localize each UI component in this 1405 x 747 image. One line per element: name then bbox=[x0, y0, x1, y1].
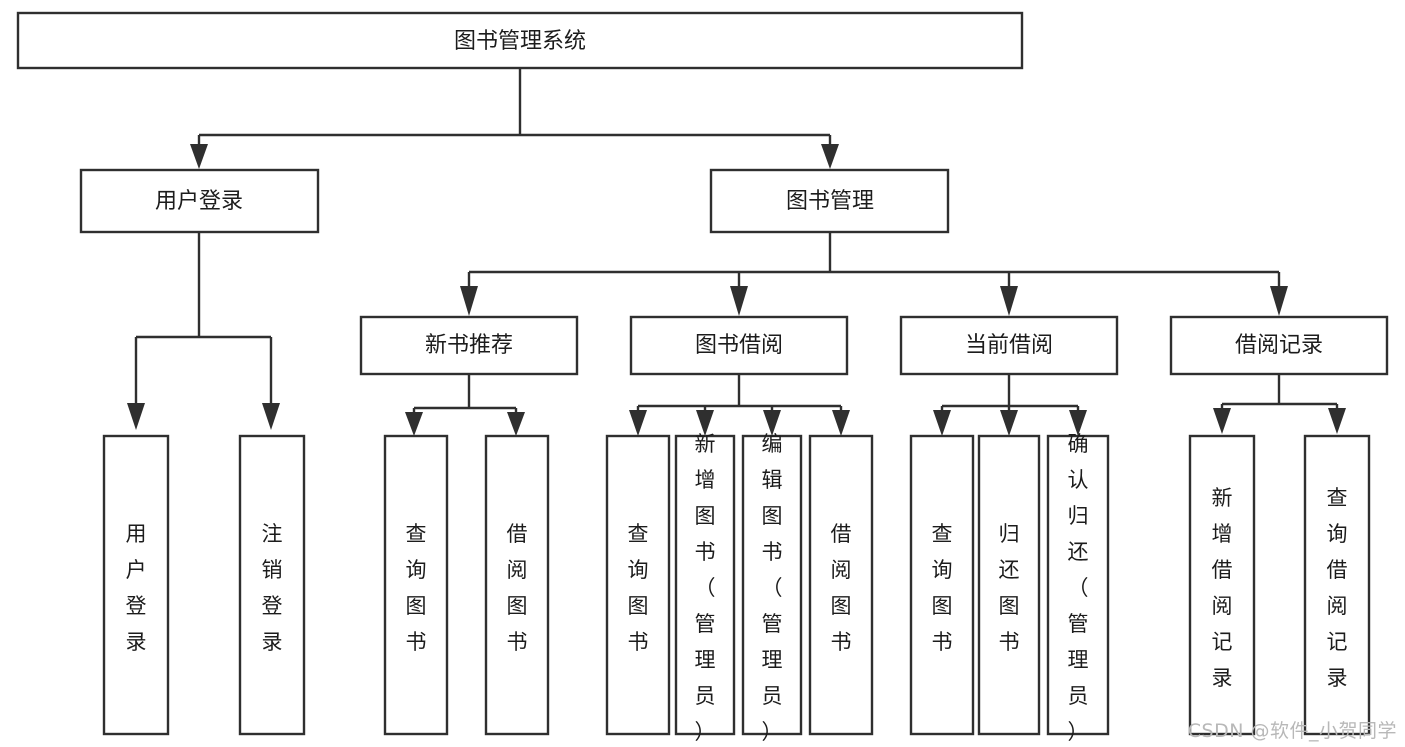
node-leaf-query-book-2[interactable]: 查询图书 bbox=[605, 434, 671, 736]
node-leaf-query-record[interactable]: 查询借阅记录 bbox=[1303, 434, 1371, 736]
connector-group-current-borrow bbox=[933, 374, 1087, 436]
node-book-borrow-label: 图书借阅 bbox=[695, 333, 783, 358]
node-leaf-query-book-1-label: 查询图书 bbox=[406, 522, 427, 654]
arrowhead-leaf-query-book-3 bbox=[933, 410, 951, 436]
node-leaf-query-book-3[interactable]: 查询图书 bbox=[909, 434, 975, 736]
node-leaf-query-book-1-box[interactable] bbox=[383, 434, 449, 736]
node-user-login-label: 用户登录 bbox=[155, 189, 243, 214]
node-borrow-record-label: 借阅记录 bbox=[1235, 333, 1323, 358]
node-leaf-query-book-3-label: 查询图书 bbox=[932, 522, 953, 654]
node-leaf-query-record-box[interactable] bbox=[1303, 434, 1371, 736]
arrowhead-to-user-login bbox=[190, 144, 208, 169]
node-leaf-logout[interactable]: 注销登录 bbox=[238, 434, 306, 736]
node-leaf-confirm-return[interactable]: 确认归还（管理员） bbox=[1046, 432, 1110, 744]
node-new-book-rec[interactable]: 新书推荐 bbox=[359, 315, 579, 376]
node-leaf-return-book-box[interactable] bbox=[977, 434, 1041, 736]
node-root[interactable]: 图书管理系统 bbox=[16, 11, 1024, 70]
node-leaf-borrow-book-2-label: 借阅图书 bbox=[831, 522, 852, 654]
node-leaf-query-book-2-box[interactable] bbox=[605, 434, 671, 736]
node-current-borrow-label: 当前借阅 bbox=[965, 333, 1053, 358]
connector-group-book-manage bbox=[460, 232, 1288, 316]
node-user-login-box[interactable] bbox=[79, 168, 320, 234]
node-book-manage-label: 图书管理 bbox=[786, 189, 874, 214]
arrowhead-to-current-borrow bbox=[1000, 286, 1018, 316]
arrowhead-leaf-return-book bbox=[1000, 410, 1018, 436]
node-leaf-return-book[interactable]: 归还图书 bbox=[977, 434, 1041, 736]
node-borrow-record-box[interactable] bbox=[1169, 315, 1389, 376]
node-leaf-query-book-3-box[interactable] bbox=[909, 434, 975, 736]
node-borrow-record[interactable]: 借阅记录 bbox=[1169, 315, 1389, 376]
arrowhead-leaf-add-record bbox=[1213, 408, 1231, 434]
arrowhead-leaf-user-login bbox=[127, 403, 145, 430]
arrowhead-leaf-logout bbox=[262, 403, 280, 430]
node-leaf-logout-label: 注销登录 bbox=[262, 522, 283, 654]
node-leaf-logout-box[interactable] bbox=[238, 434, 306, 736]
connector-group-user-login bbox=[127, 232, 280, 430]
connector-group-new-book-rec bbox=[405, 374, 525, 436]
node-leaf-add-record-box[interactable] bbox=[1188, 434, 1256, 736]
connector-group-root bbox=[190, 68, 839, 169]
arrowhead-leaf-add-book bbox=[696, 410, 714, 436]
node-book-borrow-box[interactable] bbox=[629, 315, 849, 376]
node-current-borrow[interactable]: 当前借阅 bbox=[899, 315, 1119, 376]
node-leaf-edit-book-label: 编辑图书（管理员） bbox=[762, 432, 783, 744]
node-book-manage-box[interactable] bbox=[709, 168, 950, 234]
node-leaf-add-book[interactable]: 新增图书（管理员） bbox=[674, 432, 736, 744]
node-leaf-confirm-return-label: 确认归还（管理员） bbox=[1068, 432, 1089, 744]
node-book-manage[interactable]: 图书管理 bbox=[709, 168, 950, 234]
node-current-borrow-box[interactable] bbox=[899, 315, 1119, 376]
arrowhead-to-book-manage bbox=[821, 144, 839, 169]
node-leaf-add-book-box[interactable] bbox=[674, 434, 736, 736]
node-leaf-query-record-label: 查询借阅记录 bbox=[1327, 486, 1348, 690]
node-leaf-user-login[interactable]: 用户登录 bbox=[102, 434, 170, 736]
arrowhead-to-book-borrow bbox=[730, 286, 748, 316]
node-root-label: 图书管理系统 bbox=[454, 29, 586, 54]
node-user-login[interactable]: 用户登录 bbox=[79, 168, 320, 234]
node-leaf-query-book-2-label: 查询图书 bbox=[628, 522, 649, 654]
arrowhead-leaf-query-book-1 bbox=[405, 412, 423, 436]
node-root-box[interactable] bbox=[16, 11, 1024, 70]
arrowhead-leaf-query-record bbox=[1328, 408, 1346, 434]
arrowhead-leaf-borrow-book-1 bbox=[507, 412, 525, 436]
node-leaf-borrow-book-2-box[interactable] bbox=[808, 434, 874, 736]
arrowhead-leaf-query-book-2 bbox=[629, 410, 647, 436]
node-leaf-borrow-book-1[interactable]: 借阅图书 bbox=[484, 434, 550, 736]
node-leaf-borrow-book-1-label: 借阅图书 bbox=[507, 522, 528, 654]
arrowhead-leaf-edit-book bbox=[763, 410, 781, 436]
node-leaf-user-login-box[interactable] bbox=[102, 434, 170, 736]
node-leaf-edit-book-box[interactable] bbox=[741, 434, 803, 736]
arrowhead-to-borrow-record bbox=[1270, 286, 1288, 316]
arrowhead-leaf-confirm-return bbox=[1069, 410, 1087, 436]
connector-group-borrow-record bbox=[1213, 374, 1346, 434]
arrowhead-to-new-book-rec bbox=[460, 286, 478, 316]
node-leaf-borrow-book-2[interactable]: 借阅图书 bbox=[808, 434, 874, 736]
node-leaf-confirm-return-box[interactable] bbox=[1046, 434, 1110, 736]
node-leaf-edit-book[interactable]: 编辑图书（管理员） bbox=[741, 432, 803, 744]
node-leaf-borrow-book-1-box[interactable] bbox=[484, 434, 550, 736]
node-leaf-add-book-label: 新增图书（管理员） bbox=[695, 432, 716, 744]
node-leaf-user-login-label: 用户登录 bbox=[126, 522, 147, 654]
node-book-borrow[interactable]: 图书借阅 bbox=[629, 315, 849, 376]
connector-group-book-borrow bbox=[629, 374, 850, 436]
node-leaf-return-book-label: 归还图书 bbox=[999, 522, 1020, 654]
arrowhead-leaf-borrow-book-2 bbox=[832, 410, 850, 436]
node-leaf-add-record-label: 新增借阅记录 bbox=[1212, 486, 1233, 690]
node-leaf-add-record[interactable]: 新增借阅记录 bbox=[1188, 434, 1256, 736]
node-new-book-rec-label: 新书推荐 bbox=[425, 333, 513, 358]
node-leaf-query-book-1[interactable]: 查询图书 bbox=[383, 434, 449, 736]
node-new-book-rec-box[interactable] bbox=[359, 315, 579, 376]
